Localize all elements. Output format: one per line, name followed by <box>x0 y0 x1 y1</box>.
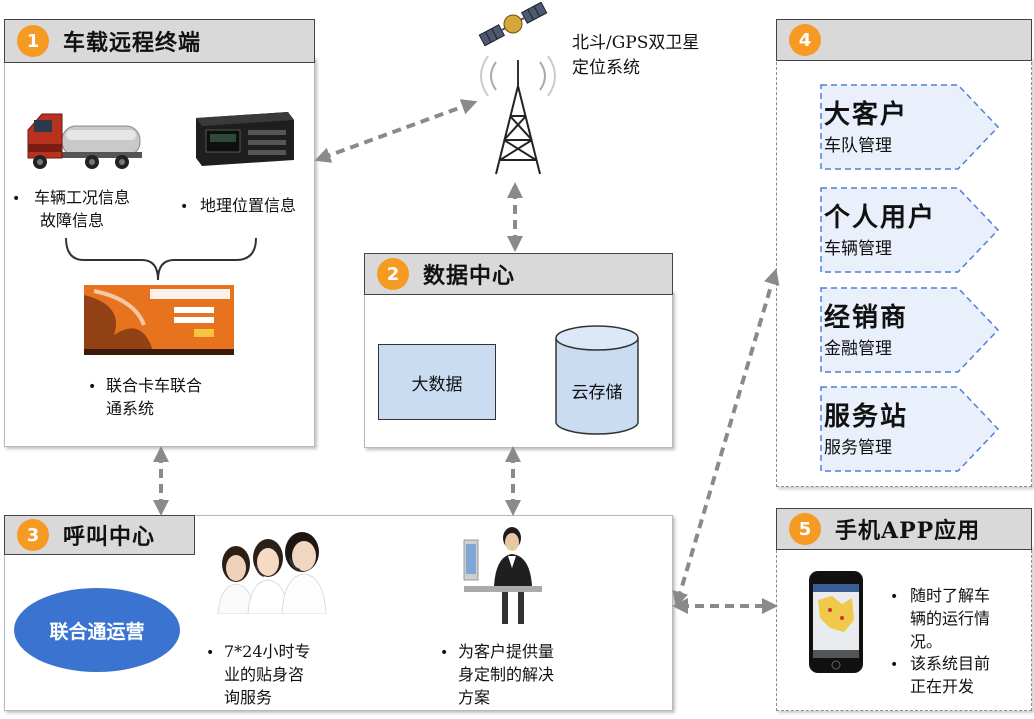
bullet-dot: • <box>206 645 215 661</box>
customer-sub: 金融管理 <box>824 339 892 359</box>
location-info: 地理位置信息 <box>200 196 297 215</box>
solution-text-line1: 为客户提供量 <box>458 642 555 661</box>
customer-name: 经销商 <box>824 303 909 333</box>
terminal-header: 1 车载远程终端 <box>4 19 315 63</box>
vehicle-info-line2: 故障信息 <box>40 211 105 230</box>
bullet-dot: • <box>180 199 189 215</box>
data-center-header: 2 数据中心 <box>364 253 673 295</box>
customer-item: 经销商 金融管理 <box>820 287 1000 373</box>
call-center-title: 呼叫中心 <box>63 524 156 550</box>
smartphone-image <box>809 571 863 673</box>
satellite-caption-line2: 定位系统 <box>572 58 640 78</box>
arrow-callcenter-customers <box>672 268 780 608</box>
app-note1-line3: 况。 <box>910 632 943 651</box>
big-data-box: 大数据 <box>378 344 496 420</box>
operation-label: 联合通运营 <box>49 620 145 643</box>
customer-item: 个人用户 车辆管理 <box>820 187 1000 273</box>
customer-sub: 车辆管理 <box>824 239 892 259</box>
mobile-app-header: 5 手机APP应用 <box>776 508 1032 550</box>
operation-oval: 联合通运营 <box>14 588 180 672</box>
call-center-header: 3 呼叫中心 <box>4 515 195 555</box>
customer-name: 服务站 <box>824 402 909 432</box>
system-name-line1: 联合卡车联合 <box>106 376 203 395</box>
cloud-storage-cylinder <box>555 325 639 435</box>
terminal-device-image <box>196 112 294 166</box>
satellite-icon <box>478 2 548 46</box>
cloud-storage-label: 云存储 <box>571 383 623 403</box>
consultant-image <box>463 527 542 624</box>
customers-badge: 4 <box>789 24 821 56</box>
system-screenshot-image <box>84 285 234 355</box>
brace-connector <box>65 237 257 281</box>
bullet-dot: • <box>890 589 899 605</box>
app-note2-line1: 该系统目前 <box>910 654 991 673</box>
data-center-title: 数据中心 <box>423 263 516 289</box>
bullet-dot: • <box>440 645 449 661</box>
system-name-line2: 通系统 <box>106 399 155 418</box>
mobile-app-title: 手机APP应用 <box>835 518 981 544</box>
customer-sub: 车队管理 <box>824 136 892 156</box>
bullet-dot: • <box>12 191 21 207</box>
terminal-badge: 1 <box>17 25 49 57</box>
vehicle-info-line1: 车辆工况信息 <box>34 188 131 207</box>
truck-image <box>27 113 142 169</box>
satellite-caption-line1: 北斗/GPS双卫星 <box>572 33 700 53</box>
bullet-dot: • <box>88 379 97 395</box>
service-text-line1: 7*24小时专 <box>224 642 311 661</box>
data-center-badge: 2 <box>377 258 409 290</box>
big-data-label: 大数据 <box>411 374 463 395</box>
solution-text-line2: 身定制的解决 <box>458 665 555 684</box>
app-note2-line2: 正在开发 <box>910 677 975 696</box>
customer-item: 服务站 服务管理 <box>820 386 1000 472</box>
app-note1-line2: 辆的运行情 <box>910 609 991 628</box>
bullet-dot: • <box>890 657 899 673</box>
app-note1-line1: 随时了解车 <box>910 586 991 605</box>
signal-tower-icon <box>480 55 556 175</box>
service-text-line3: 询服务 <box>224 688 273 707</box>
customer-name: 个人用户 <box>824 203 937 233</box>
service-text-line2: 业的贴身咨 <box>224 665 305 684</box>
customer-sub: 服务管理 <box>824 438 892 458</box>
mobile-app-badge: 5 <box>789 513 821 545</box>
customers-header: 4 <box>776 19 1032 61</box>
call-center-badge: 3 <box>17 519 49 551</box>
call-agents-image <box>217 532 327 614</box>
terminal-title: 车载远程终端 <box>63 30 202 56</box>
customer-item: 大客户 车队管理 <box>820 84 1000 170</box>
customer-name: 大客户 <box>824 100 909 130</box>
arrow-terminal-satellite <box>314 99 478 163</box>
solution-text-line3: 方案 <box>458 688 491 707</box>
